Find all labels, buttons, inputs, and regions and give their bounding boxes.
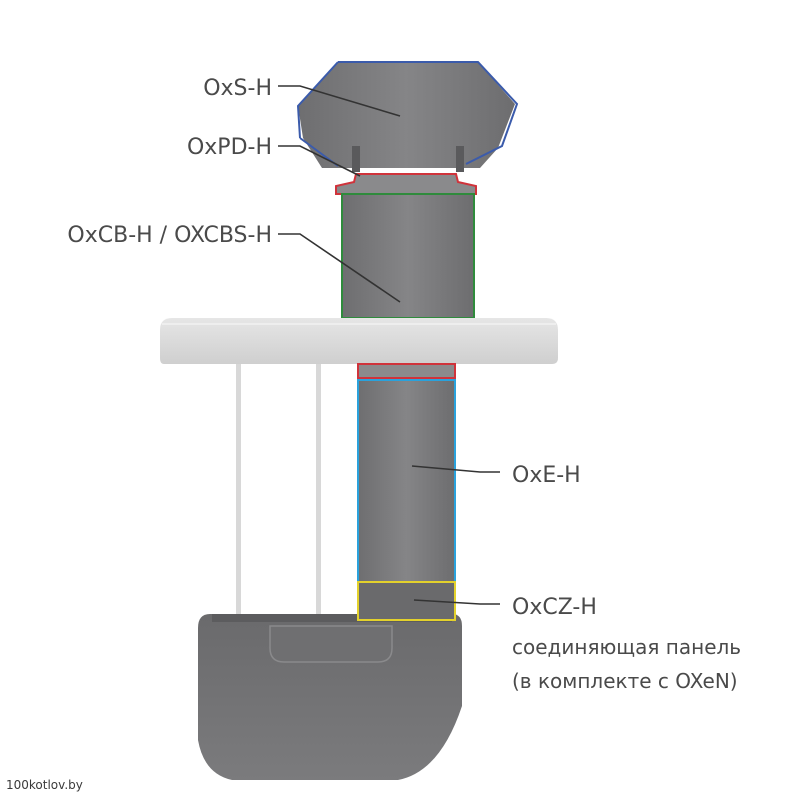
label-panel-line1: соединяющая панель: [512, 635, 741, 659]
oxs-module-slot-left: [352, 146, 360, 172]
leader-oxpd: [278, 145, 361, 177]
watermark-text: 100kotlov.by: [6, 778, 83, 792]
leader-lines: [278, 85, 500, 605]
oxs-module: [296, 61, 519, 172]
leader-oxe: [411, 465, 500, 473]
leader-oxs: [278, 85, 401, 117]
oxs-module-body: [298, 62, 515, 168]
label-oxcz: OxCZ-H: [512, 595, 597, 620]
oxs-module-slot-right: [456, 146, 464, 172]
label-oxcb: OxCB-H / OXCBS-H: [67, 223, 272, 248]
leader-oxcz: [413, 599, 500, 605]
oxcb-module-body: [341, 193, 475, 319]
label-panel-line2: (в комплекте с OXeN): [512, 669, 738, 693]
support-rod-left: [236, 364, 241, 614]
label-oxe: OxE-H: [512, 463, 581, 488]
oxcb-module: [341, 193, 475, 319]
mounting-plate: [160, 318, 558, 364]
oxe-module-body: [357, 379, 456, 583]
leader-oxcb: [278, 233, 401, 303]
oxpd-connector: [335, 173, 477, 195]
base-unit: [198, 614, 462, 780]
oxpd-connector-body: [335, 173, 477, 195]
support-rods: [236, 364, 321, 614]
label-oxpd: OxPD-H: [187, 135, 272, 160]
oxe-module: [357, 379, 456, 583]
base-front-notch: [269, 625, 393, 663]
oxe-top-ring: [357, 363, 456, 379]
base-body: [198, 614, 462, 780]
support-rod-middle: [316, 364, 321, 614]
mounting-plate-body: [160, 318, 558, 364]
label-oxs: OxS-H: [203, 76, 272, 101]
